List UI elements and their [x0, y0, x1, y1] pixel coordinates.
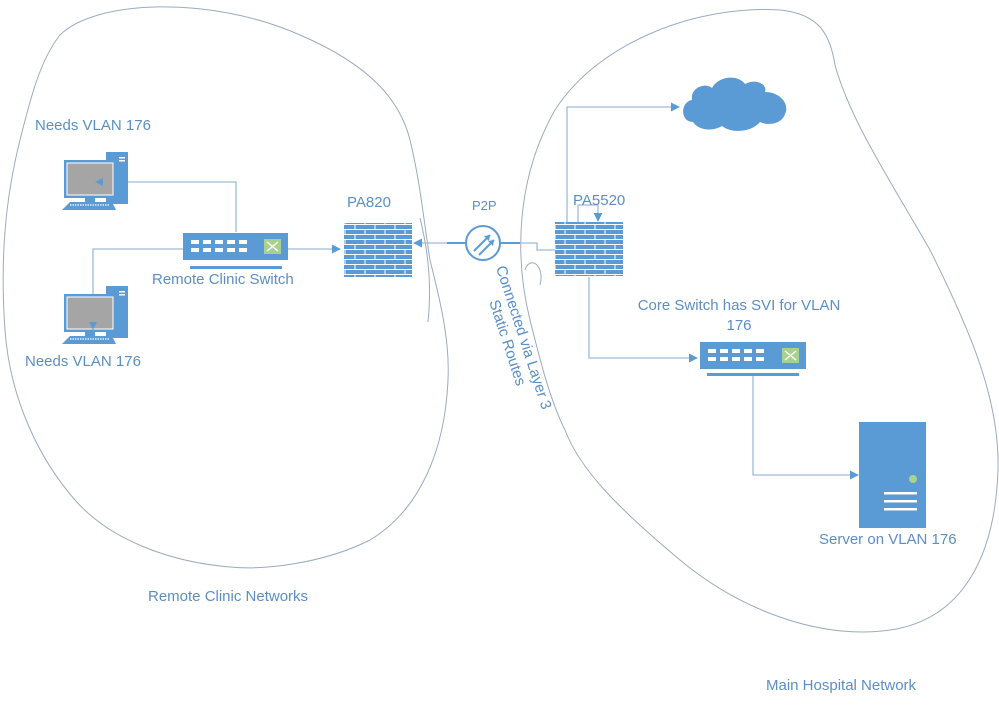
link-coreswitch-server — [752, 375, 859, 480]
pa5520-label: PA5520 — [573, 192, 626, 209]
pa820-label: PA820 — [347, 194, 391, 211]
network-switch-icon[interactable] — [183, 233, 288, 269]
core-switch-label-line2: 176 — [726, 316, 752, 334]
main-zone-label: Main Hospital Network — [766, 677, 917, 694]
remote-clinic-zone-outline — [2, 6, 449, 569]
main-hospital-zone-outline — [520, 9, 999, 633]
boundary-squiggle — [524, 262, 542, 286]
link-pa5520-loop — [577, 204, 603, 222]
network-switch-icon[interactable] — [700, 342, 806, 376]
pc-top-label: Needs VLAN 176 — [35, 117, 151, 134]
firewall-icon[interactable] — [555, 222, 623, 276]
pc-bottom-label: Needs VLAN 176 — [25, 353, 141, 370]
link-pctop-switch — [107, 177, 237, 232]
boundary-squiggle — [419, 217, 431, 323]
desktop-computer-icon[interactable] — [62, 152, 128, 210]
core-switch-label: Core Switch has SVI for VLAN 176 — [630, 297, 848, 334]
p2p-link-icon[interactable] — [465, 225, 501, 261]
link-p2p-pa5520 — [520, 242, 555, 251]
remote-zone-label: Remote Clinic Networks — [148, 588, 309, 605]
p2p-label: P2P — [472, 198, 497, 213]
link-pa5520-coreswitch — [588, 277, 698, 363]
cloud-icon[interactable] — [683, 77, 787, 131]
arrowhead — [95, 178, 103, 186]
core-switch-label-line1: Core Switch has SVI for VLAN — [637, 297, 841, 314]
remote-switch-label: Remote Clinic Switch — [152, 271, 294, 288]
server-icon[interactable] — [859, 422, 926, 528]
server-label: Server on VLAN 176 — [819, 531, 957, 548]
desktop-computer-icon[interactable] — [62, 286, 128, 344]
firewall-icon[interactable] — [344, 223, 412, 277]
arrowhead — [89, 322, 97, 330]
link-pa5520-cloud — [566, 102, 680, 222]
